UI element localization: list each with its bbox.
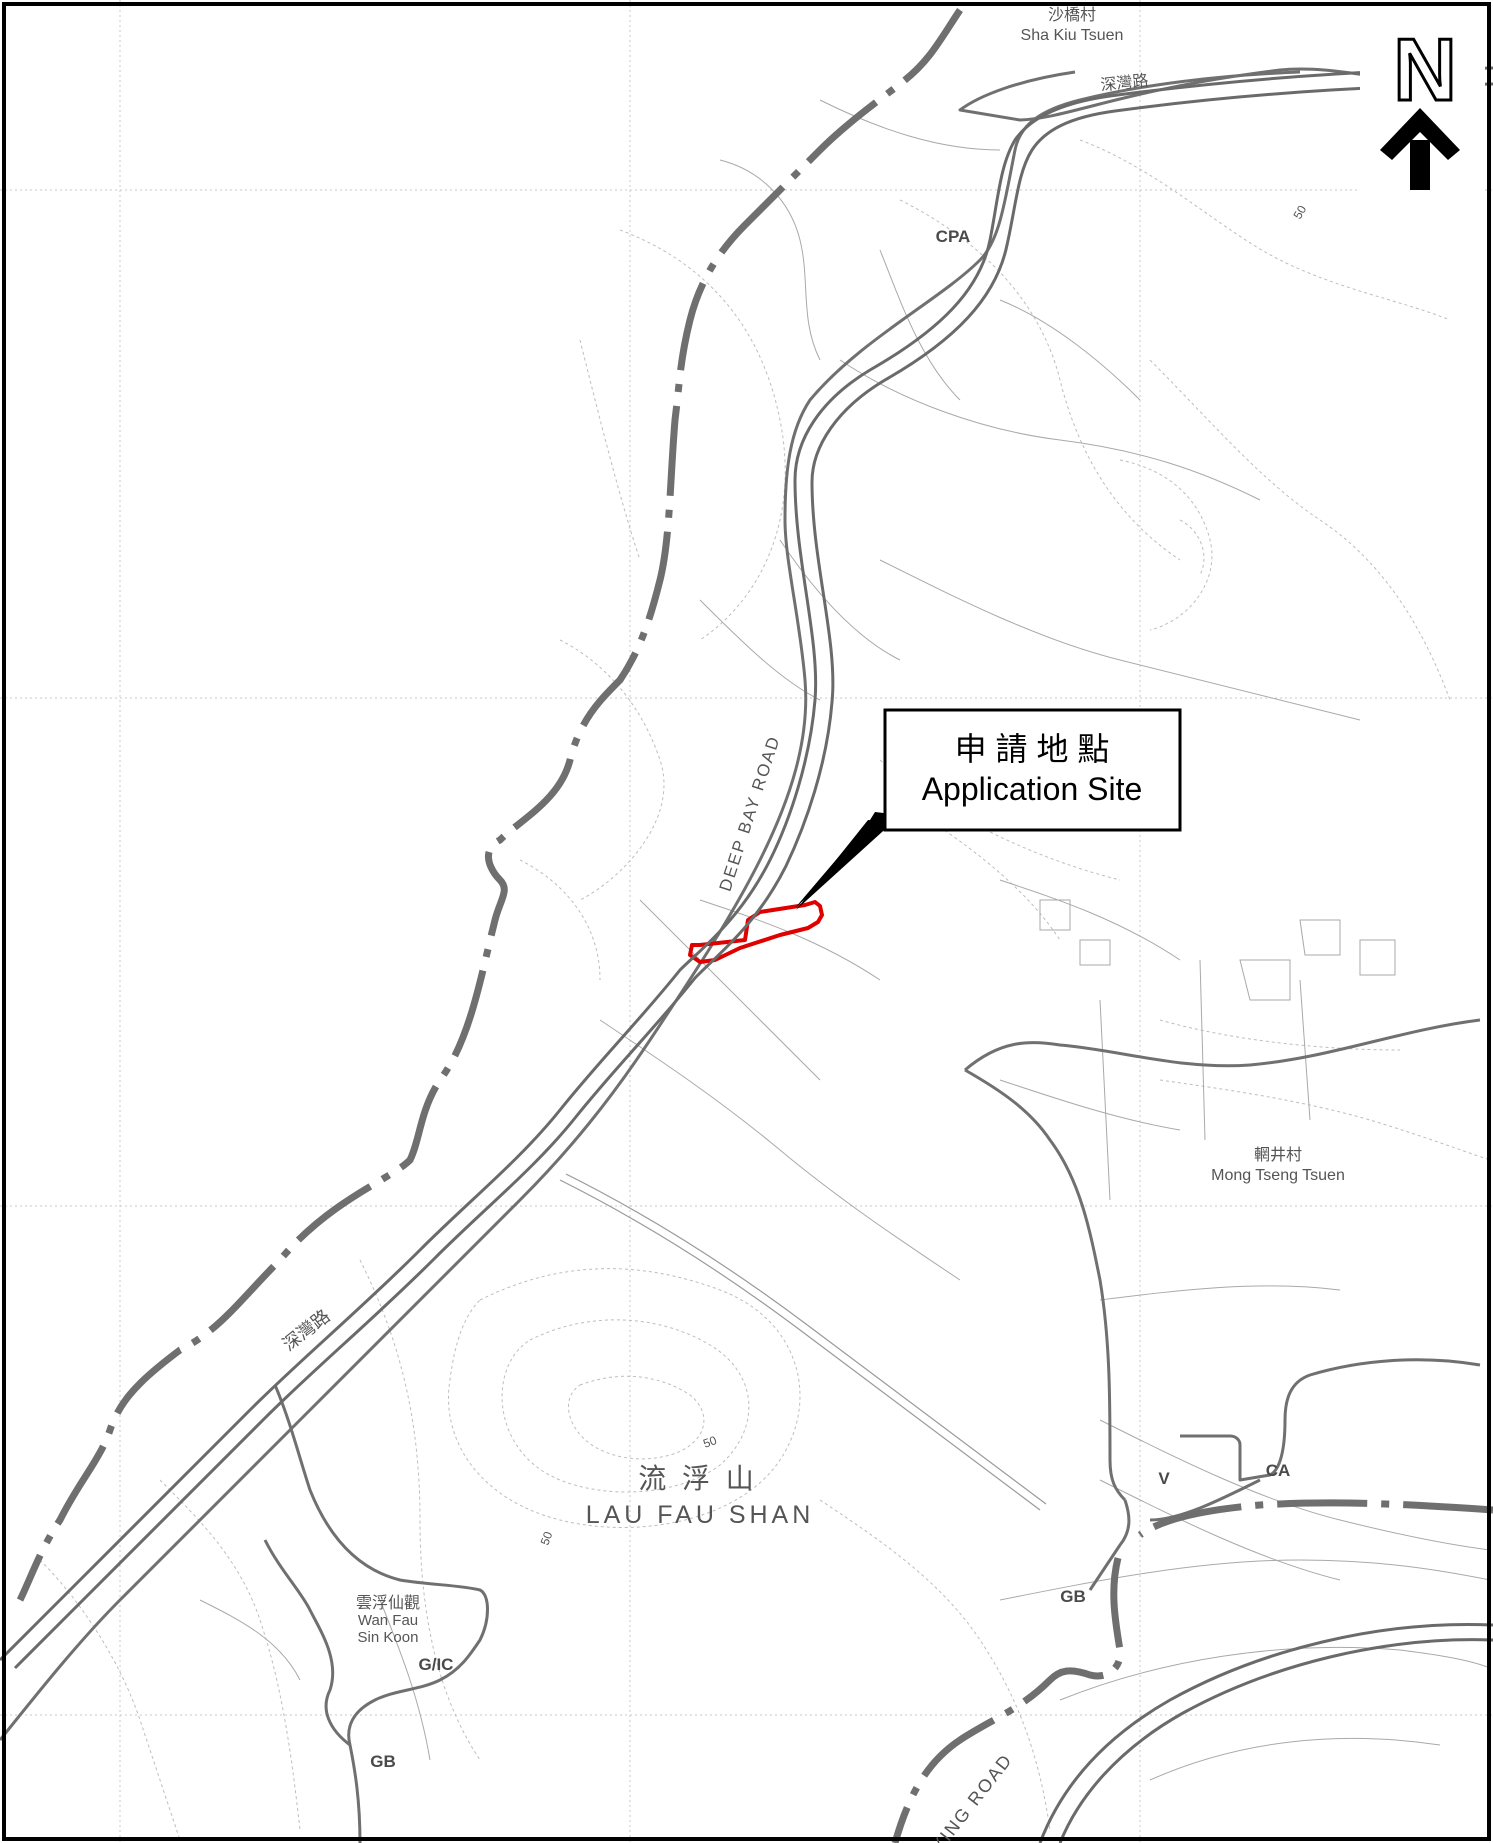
label-wan-fau-en2: Sin Koon xyxy=(358,1629,419,1646)
application-site-callout: 申 請 地 點 Application Site xyxy=(795,708,1182,910)
light-rail xyxy=(559,1173,1047,1511)
label-lau-fau-shan-zh: 流 浮 山 xyxy=(638,1463,758,1494)
label-mong-tseng-en: Mong Tseng Tsuen xyxy=(1211,1167,1345,1184)
coastline xyxy=(16,8,963,1602)
north-arrow: N xyxy=(1360,19,1485,200)
southern-boundary xyxy=(1137,1499,1493,1538)
callout-title-zh: 申 請 地 點 xyxy=(955,731,1110,767)
north-label: N xyxy=(1393,20,1457,119)
minor-features xyxy=(199,99,1491,1781)
label-deep-bay-road-en: DEEP BAY ROAD xyxy=(716,733,784,894)
label-mong-tseng-zh: 輞井村 xyxy=(1254,1146,1302,1164)
contour-lines xyxy=(39,139,1491,1841)
zone-labels: CPA V CA GB G/IC GB xyxy=(370,227,1290,1771)
contour-labels: 50 50 50 xyxy=(538,203,1310,1547)
contour-label-50-ne: 50 xyxy=(1290,203,1309,222)
label-wan-fau-zh: 雲浮仙觀 xyxy=(356,1594,420,1612)
label-lau-fau-shan-en: LAU FAU SHAN xyxy=(586,1501,815,1529)
contour-label-50-hill: 50 xyxy=(701,1433,719,1451)
zone-label-gb-south: GB xyxy=(370,1752,396,1771)
label-deep-bay-zh-top: 深灣路 xyxy=(1100,72,1150,95)
deep-bay-road xyxy=(0,66,1493,1670)
zone-label-ca: CA xyxy=(1266,1461,1291,1480)
zone-label-gic: G/IC xyxy=(419,1655,454,1674)
zone-label-gb-east: GB xyxy=(1060,1587,1086,1606)
zone-label-cpa: CPA xyxy=(936,227,971,246)
label-sha-kiu-zh: 沙橋村 xyxy=(1048,6,1096,24)
label-wan-fau-en1: Wan Fau xyxy=(358,1612,418,1629)
southern-boundary-2 xyxy=(891,1557,1124,1843)
contour-label-50-sw: 50 xyxy=(538,1529,556,1547)
zone-boundaries xyxy=(0,67,1481,1843)
callout-title-en: Application Site xyxy=(922,771,1143,807)
north-arrow-icon xyxy=(1380,108,1460,190)
application-site-outline xyxy=(688,900,824,964)
label-sha-kiu-en: Sha Kiu Tsuen xyxy=(1021,27,1124,44)
label-deep-bay-zh-lower: 深灣路 xyxy=(279,1306,334,1355)
ying-road xyxy=(1038,1622,1493,1843)
zone-label-v: V xyxy=(1158,1469,1170,1488)
